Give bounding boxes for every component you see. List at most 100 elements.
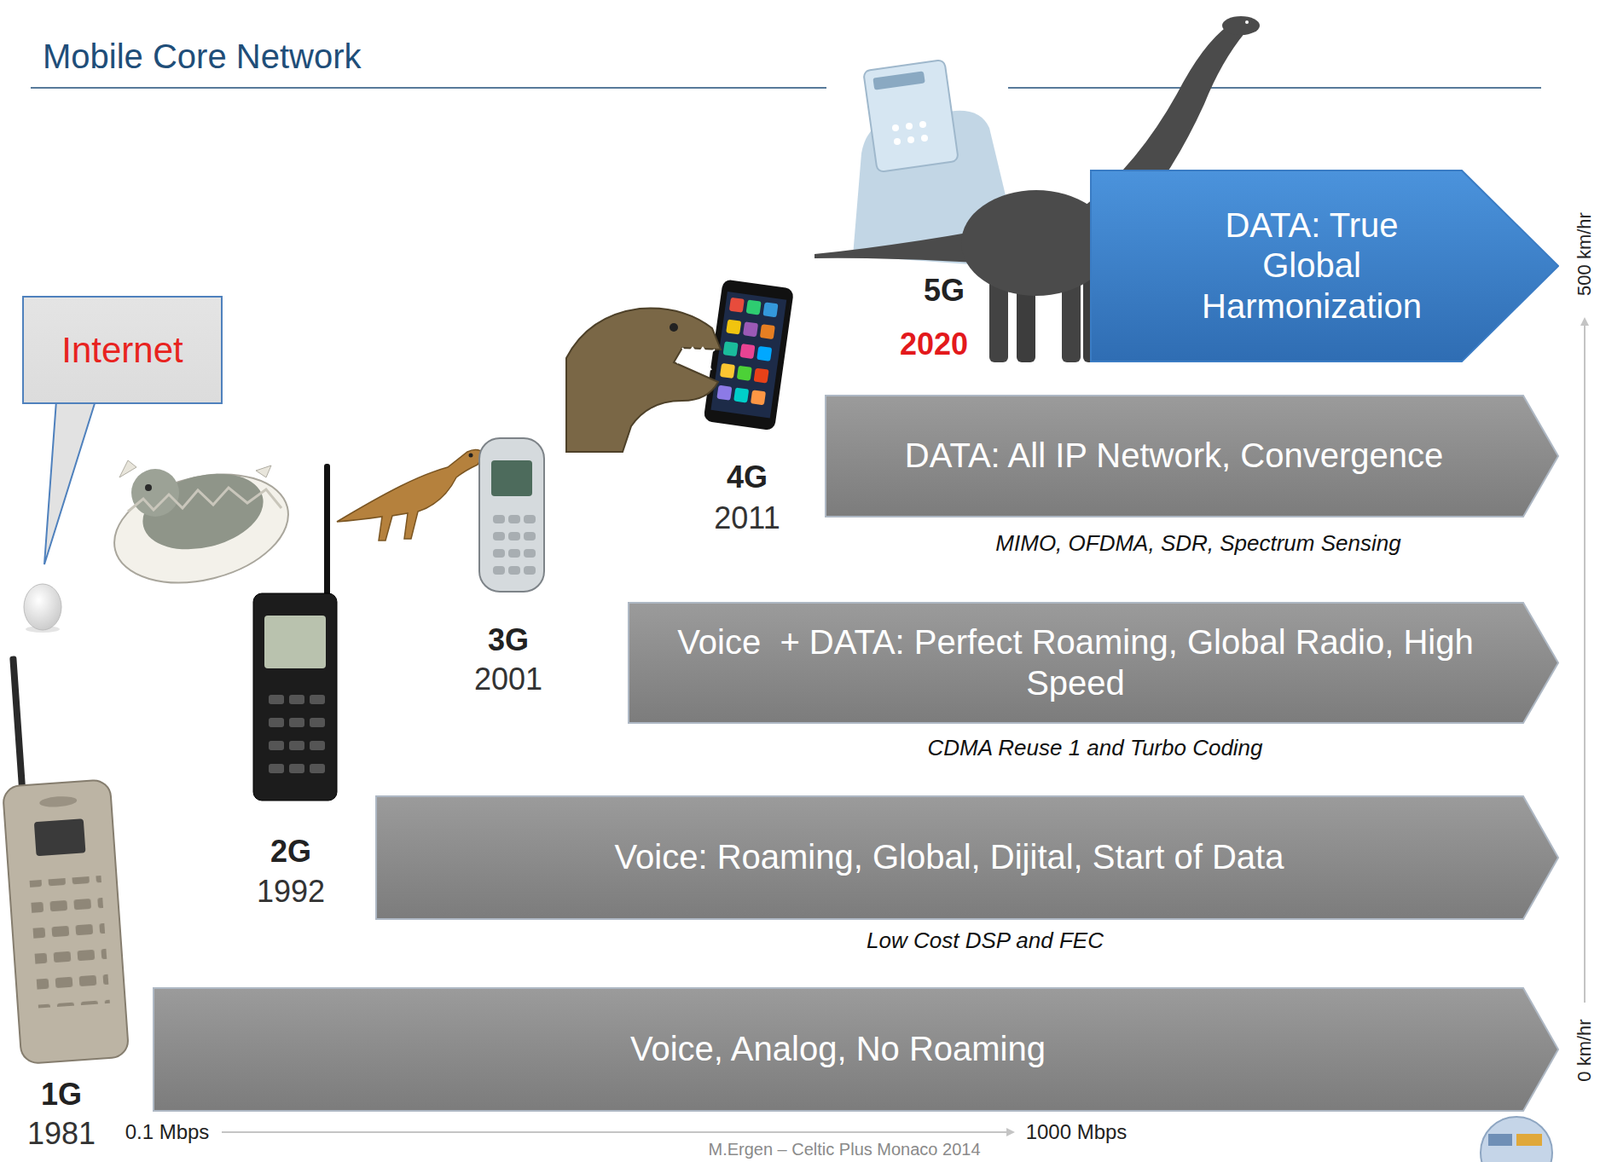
band-shape bbox=[627, 602, 1560, 725]
technology-note: CDMA Reuse 1 and Turbo Coding bbox=[927, 736, 1263, 762]
brontosaurus-part bbox=[814, 231, 977, 263]
title-rule-part bbox=[1008, 86, 1542, 89]
smartphone-4g-part bbox=[733, 387, 749, 403]
t-rex-head bbox=[566, 307, 721, 453]
band-outline bbox=[23, 296, 222, 404]
generation-label: 4G bbox=[726, 459, 768, 495]
brick-phone-1g bbox=[0, 649, 129, 1065]
smartphone-4g bbox=[703, 278, 795, 431]
velocity-axis bbox=[1584, 318, 1586, 1003]
year-label: 2001 bbox=[474, 661, 543, 697]
band-outline bbox=[376, 796, 1559, 920]
band-text: DATA: All IP Network, Convergence bbox=[904, 435, 1444, 476]
smartphone-4g-part bbox=[742, 321, 759, 337]
hatching-egg-part bbox=[144, 484, 152, 492]
logo-globe-part bbox=[1480, 1117, 1553, 1162]
velocity-axis-part bbox=[1583, 318, 1586, 1003]
mobile-phone-2g-part bbox=[264, 615, 326, 669]
smartphone-4g-part bbox=[719, 363, 736, 379]
generation-label: 5G bbox=[923, 272, 965, 308]
t-rex-head-part bbox=[677, 357, 712, 371]
logo-globe bbox=[1480, 1117, 1553, 1162]
title-rule-part bbox=[30, 86, 827, 89]
diagram-title: Mobile Core Network bbox=[42, 36, 361, 76]
brick-phone-1g-part bbox=[2, 779, 129, 1065]
speed-label: 1000 Mbps bbox=[1026, 1120, 1128, 1145]
hand-with-phone-part bbox=[919, 121, 927, 128]
hand-with-phone-part bbox=[893, 138, 901, 145]
callout-bubble: Internet bbox=[22, 295, 223, 405]
smartphone-4g-part bbox=[750, 389, 766, 406]
speed-label: 0.1 Mbps bbox=[125, 1120, 210, 1145]
technology-note: Low Cost DSP and FEC bbox=[866, 928, 1104, 955]
band-outline bbox=[628, 602, 1559, 724]
smartphone-4g-part bbox=[725, 318, 742, 335]
band-text: DATA: True Global Harmonization bbox=[1179, 205, 1444, 327]
egg-part bbox=[23, 584, 62, 631]
generation-band: DATA: All IP Network, Convergence bbox=[824, 394, 1560, 518]
watermark: M.Ergen – Celtic Plus Monaco 2014 bbox=[707, 1140, 980, 1160]
smartphone-4g-part bbox=[703, 278, 795, 431]
egg bbox=[23, 584, 62, 633]
mobile-phone-2g-part bbox=[253, 593, 337, 801]
band-text: Voice, Analog, No Roaming bbox=[630, 1029, 1046, 1070]
generation-label: 1G bbox=[40, 1077, 82, 1113]
hand-with-phone-part bbox=[921, 134, 928, 142]
mobile-phone-3g bbox=[479, 438, 545, 592]
brontosaurus-part bbox=[1245, 20, 1249, 24]
smartphone-4g-part bbox=[716, 385, 732, 401]
smartphone-4g-part bbox=[759, 324, 776, 340]
brontosaurus-part bbox=[961, 190, 1112, 296]
smartphone-4g-part bbox=[729, 297, 745, 314]
t-rex-head-part bbox=[566, 307, 721, 453]
band-text: Internet bbox=[61, 329, 183, 372]
smartphone-4g-part bbox=[753, 368, 770, 384]
speed-axis-part bbox=[221, 1131, 1014, 1134]
smartphone-4g-part bbox=[762, 301, 778, 318]
technology-note: MIMO, OFDMA, SDR, Spectrum Sensing bbox=[995, 531, 1401, 557]
band-outline bbox=[1090, 170, 1559, 362]
brontosaurus-part bbox=[1222, 16, 1260, 35]
generation-label: 2G bbox=[270, 834, 312, 870]
raptor-part bbox=[469, 453, 474, 458]
brick-phone-1g-part bbox=[29, 875, 111, 1009]
generation-band: Voice, Analog, No Roaming bbox=[152, 987, 1560, 1113]
mobile-phone-3g-part bbox=[491, 460, 533, 497]
t-rex-head-part bbox=[682, 347, 715, 355]
smartphone-4g-part bbox=[723, 341, 739, 357]
hand-with-phone-part bbox=[863, 59, 959, 173]
year-label: 1981 bbox=[27, 1116, 96, 1152]
smartphone-4g-part bbox=[746, 299, 762, 315]
velocity-label: 0 km/hr bbox=[1573, 1019, 1595, 1082]
mobile-phone-2g bbox=[253, 463, 337, 801]
smartphone-4g-part bbox=[756, 346, 772, 362]
t-rex-head-part bbox=[669, 323, 679, 332]
brick-phone-1g-part bbox=[34, 818, 87, 857]
generation-band: Voice: Roaming, Global, Dijital, Start o… bbox=[375, 795, 1560, 921]
brick-phone-1g-part bbox=[39, 795, 78, 809]
velocity-label: 500 km/hr bbox=[1573, 212, 1595, 296]
year-label: 2020 bbox=[899, 326, 969, 362]
logo-globe-part bbox=[1516, 1134, 1543, 1147]
hatching-egg-part bbox=[119, 460, 272, 478]
smartphone-4g-part bbox=[739, 343, 755, 360]
mobile-phone-2g-part bbox=[324, 463, 331, 609]
callout-tail-part bbox=[44, 400, 96, 565]
speed-axis bbox=[221, 1132, 1014, 1134]
band-outline bbox=[825, 395, 1559, 517]
hand-with-phone-part bbox=[892, 124, 899, 132]
year-label: 1992 bbox=[256, 874, 325, 910]
generation-band: DATA: True Global Harmonization bbox=[1089, 169, 1560, 363]
raptor-part bbox=[336, 449, 485, 541]
band-text: Voice: Roaming, Global, Dijital, Start o… bbox=[614, 837, 1285, 878]
title-rule bbox=[30, 87, 1542, 89]
mobile-phone-2g-part bbox=[266, 690, 328, 785]
year-label: 2011 bbox=[713, 500, 780, 536]
hand-with-phone-part bbox=[872, 70, 925, 90]
hatching-egg-part bbox=[103, 457, 301, 601]
logo-globe-part bbox=[1488, 1134, 1513, 1147]
callout-tail bbox=[44, 400, 96, 565]
smartphone-4g-part bbox=[736, 365, 753, 382]
generation-band: Voice + DATA: Perfect Roaming, Global Ra… bbox=[627, 602, 1560, 725]
